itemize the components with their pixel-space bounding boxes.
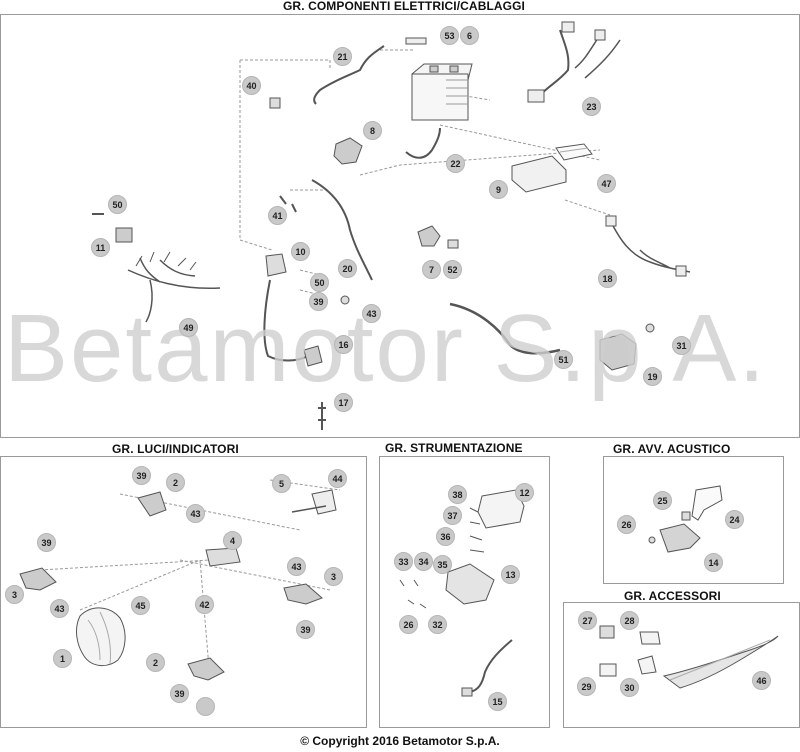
callout: 4: [223, 531, 242, 550]
section-title-horn: GR. AVV. ACUSTICO: [613, 442, 731, 456]
callout: 42: [195, 595, 214, 614]
callout: 30: [620, 678, 639, 697]
callout: 44: [328, 469, 347, 488]
callout: 40: [242, 76, 261, 95]
callout: 1: [53, 649, 72, 668]
callout: 3: [5, 585, 24, 604]
callout: 33: [394, 552, 413, 571]
callout: 23: [582, 97, 601, 116]
callout: 27: [578, 611, 597, 630]
callout: 20: [338, 259, 357, 278]
callout: 6: [460, 26, 479, 45]
callout: 2: [166, 473, 185, 492]
callout: 17: [334, 393, 353, 412]
callout: 9: [489, 180, 508, 199]
panel-electrical: [0, 14, 800, 438]
callout: 5: [272, 474, 291, 493]
callout: 32: [428, 615, 447, 634]
callout: 39: [37, 533, 56, 552]
callout: 15: [488, 692, 507, 711]
callout: 45: [131, 596, 150, 615]
callout: 22: [446, 154, 465, 173]
callout: 29: [577, 677, 596, 696]
callout: 2: [146, 653, 165, 672]
callout: 19: [643, 367, 662, 386]
callout: 39: [170, 684, 189, 703]
callout: 35: [433, 555, 452, 574]
callout: 26: [399, 615, 418, 634]
callout: 31: [672, 336, 691, 355]
callout: 49: [179, 318, 198, 337]
section-title-lights: GR. LUCI/INDICATORI: [112, 442, 239, 456]
callout: 10: [291, 242, 310, 261]
callout: 50: [108, 195, 127, 214]
callout: 18: [598, 269, 617, 288]
callout: 41: [268, 206, 287, 225]
callout: 52: [443, 260, 462, 279]
section-title-accessories: GR. ACCESSORI: [624, 589, 721, 603]
callout: 38: [448, 485, 467, 504]
callout: 3: [324, 567, 343, 586]
callout: 21: [333, 47, 352, 66]
callout: 37: [443, 506, 462, 525]
callout: 43: [186, 504, 205, 523]
callout: 13: [501, 565, 520, 584]
callout: 43: [50, 599, 69, 618]
callout: 34: [414, 552, 433, 571]
callout: 43: [287, 557, 306, 576]
callout: 16: [334, 335, 353, 354]
callout: 24: [725, 510, 744, 529]
copyright-footer: © Copyright 2016 Betamotor S.p.A.: [300, 734, 500, 748]
callout: 50: [310, 273, 329, 292]
callout: 53: [440, 26, 459, 45]
callout: 11: [91, 238, 110, 257]
callout: 39: [132, 466, 151, 485]
callout: 47: [597, 174, 616, 193]
callout: 12: [515, 483, 534, 502]
callout: 36: [436, 527, 455, 546]
callout: 46: [752, 671, 771, 690]
callout: 39: [309, 292, 328, 311]
callout: 25: [653, 491, 672, 510]
section-title-instruments: GR. STRUMENTAZIONE: [385, 441, 523, 455]
callout: 14: [704, 553, 723, 572]
callout: 51: [554, 350, 573, 369]
callout: 26: [617, 515, 636, 534]
callout: [196, 697, 215, 716]
callout: 28: [620, 611, 639, 630]
callout: 8: [363, 121, 382, 140]
callout: 39: [296, 620, 315, 639]
callout: 7: [422, 260, 441, 279]
callout: 43: [362, 304, 381, 323]
section-title-electrical: GR. COMPONENTI ELETTRICI/CABLAGGI: [283, 0, 525, 13]
